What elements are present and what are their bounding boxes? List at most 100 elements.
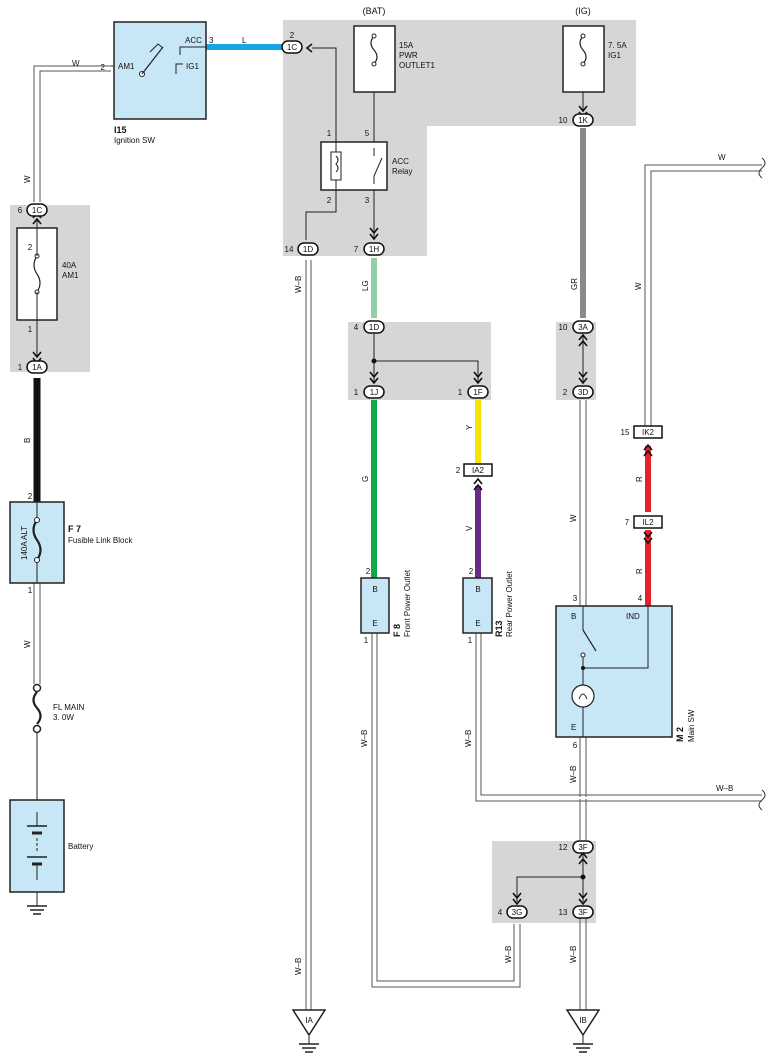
fuse-ig1-line1: 7. 5A — [608, 41, 627, 50]
relay-pin3: 3 — [365, 196, 370, 205]
fuse-am1 — [16, 227, 58, 321]
wire-label-w-right-top: W — [718, 153, 726, 162]
fuse-pwr-line1: 15A — [399, 41, 414, 50]
connector-pin: 13 — [559, 908, 568, 917]
connector-1J: 1J 1 — [354, 385, 385, 399]
ignition-switch-code: I15 — [114, 125, 127, 135]
connector-pin: 10 — [559, 116, 568, 125]
fl-block-pin-top: 2 — [28, 492, 33, 501]
connector-pin: 12 — [559, 843, 568, 852]
fl-main-line1: FL MAIN — [53, 703, 84, 712]
front-outlet-term-b: B — [372, 585, 377, 594]
connector-label: IA2 — [472, 466, 485, 475]
wire-label-w-3d: W — [569, 514, 578, 522]
connector-label: 3A — [578, 323, 588, 332]
front-outlet-term-e: E — [372, 619, 377, 628]
connector-label: 1F — [473, 388, 482, 397]
indicator-lamp-icon — [571, 684, 595, 708]
wire-label-v: V — [465, 525, 474, 531]
connector-label: 1H — [369, 245, 379, 254]
connector-label: IK2 — [642, 428, 655, 437]
front-outlet-pin-e: 1 — [364, 636, 369, 645]
ignition-switch-name: Ignition SW — [114, 136, 155, 145]
connector-1A: 1A 1 — [18, 360, 48, 374]
connector-pin: 1 — [354, 388, 359, 397]
connector-1K: 1K 10 — [559, 113, 594, 127]
wire-label-r-upper: R — [635, 476, 644, 482]
wire-label-l: L — [242, 36, 247, 45]
wire-w-am1 — [33, 65, 111, 202]
main-sw-code: M 2 — [675, 727, 685, 742]
main-sw-pin-b: 3 — [573, 594, 578, 603]
terminal-acc: ACC — [185, 36, 202, 45]
battery-label: Battery — [68, 842, 93, 851]
battery — [9, 799, 65, 893]
wire-label-gr: GR — [570, 278, 579, 290]
wire-break-wb — [758, 789, 766, 811]
connector-label: 3G — [512, 908, 523, 917]
fuse-pwr-line3: OUTLET1 — [399, 61, 436, 70]
rear-outlet-pin-b: 2 — [469, 567, 474, 576]
source-ig: (IG) — [575, 6, 591, 16]
fuse-ig1 — [562, 25, 605, 93]
main-sw-name: Main SW — [687, 709, 696, 742]
connector-pin: 4 — [354, 323, 359, 332]
connector-pin: 2 — [456, 466, 461, 475]
fusible-link-rating: 140A ALT — [20, 526, 29, 560]
fuse-ig1-line2: IG1 — [608, 51, 621, 60]
connector-IA2: IA2 2 — [456, 463, 493, 477]
main-sw-pin-ind: 4 — [638, 594, 643, 603]
ground-ia — [291, 1009, 327, 1053]
connector-pin: 2 — [563, 388, 568, 397]
fusible-link-code: F 7 — [68, 524, 81, 534]
main-sw-term-ind: IND — [626, 612, 640, 621]
source-bat: (BAT) — [363, 6, 386, 16]
wire-label-r-lower: R — [635, 568, 644, 574]
wire-label-g: G — [361, 476, 370, 482]
front-power-outlet — [360, 577, 390, 634]
connector-pin: 1 — [458, 388, 463, 397]
connector-1D-top: 1D 14 — [285, 242, 319, 256]
connector-pin: 7 — [625, 518, 630, 527]
ground-battery — [27, 905, 47, 915]
front-outlet-name: Front Power Outlet — [403, 569, 412, 637]
fuse-pwr-line2: PWR — [399, 51, 418, 60]
ground-ib — [565, 1009, 601, 1053]
connector-3F-bottom: 3F 13 — [559, 905, 594, 919]
wire-label-wb-3g: W–B — [504, 946, 513, 963]
relay-pin1: 1 — [327, 129, 332, 138]
main-sw-term-b: B — [571, 612, 576, 621]
connector-label: 3D — [578, 388, 588, 397]
fusible-link-name: Fusible Link Block — [68, 536, 133, 545]
relay-pin2: 2 — [327, 196, 332, 205]
wire-label-wb-1d-bottom: W–B — [294, 958, 303, 975]
connector-label: 1A — [32, 363, 42, 372]
wire-label-y: Y — [465, 424, 474, 430]
connector-1F: 1F 1 — [458, 385, 489, 399]
ignition-switch — [111, 21, 207, 120]
wire-label-lg: LG — [361, 280, 370, 291]
connector-IK2: IK2 15 — [621, 425, 663, 439]
connector-label: 1C — [287, 43, 297, 52]
connector-label: 3F — [578, 908, 587, 917]
main-sw-pin-e: 6 — [573, 741, 578, 750]
wire-label-w-fl: W — [23, 640, 32, 648]
ground-label-ia: IA — [305, 1016, 313, 1025]
rear-outlet-name: Rear Power Outlet — [505, 570, 514, 637]
connector-1D-mid: 1D 4 — [354, 320, 385, 334]
ground-label-ib: IB — [579, 1016, 587, 1025]
wire-label-wb-rear: W–B — [464, 730, 473, 747]
relay-pin5: 5 — [365, 129, 370, 138]
wire-label-wb-1d: W–B — [294, 276, 303, 293]
fl-main-link — [32, 683, 42, 734]
connector-label: 3F — [578, 843, 587, 852]
connector-label: 1D — [369, 323, 379, 332]
connector-3F-top: 3F 12 — [559, 840, 594, 854]
connector-pin: 1 — [18, 363, 23, 372]
rear-power-outlet — [462, 577, 493, 634]
connector-3A: 3A 10 — [559, 320, 594, 334]
connector-label: 1D — [303, 245, 313, 254]
front-outlet-pin-b: 2 — [366, 567, 371, 576]
wire-label-w-right-vert: W — [634, 282, 643, 290]
